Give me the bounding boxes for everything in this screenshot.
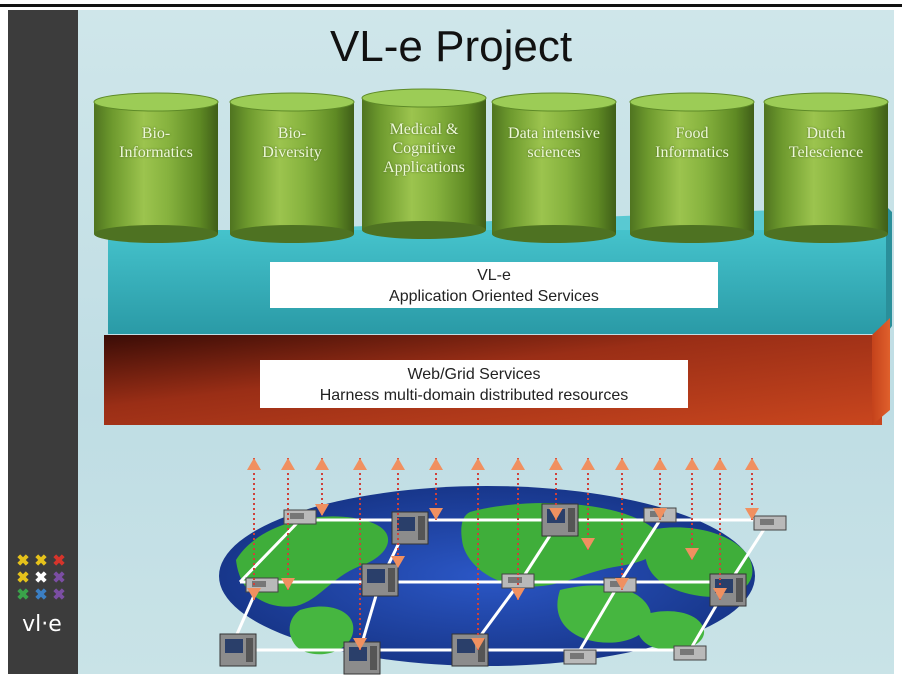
domain-label-line: Food (675, 125, 709, 142)
domain-label-line: Applications (383, 159, 465, 176)
application-layer-side (886, 206, 892, 334)
computer-node (673, 645, 707, 661)
resource-arrow (353, 458, 367, 650)
vle-logo-icon (17, 554, 65, 600)
resource-arrows (247, 458, 759, 650)
resource-arrow (391, 458, 405, 568)
domain-label: Data intensive sciences (492, 124, 616, 162)
resource-arrow (615, 458, 629, 590)
network-link (618, 519, 662, 583)
resource-arrow (429, 458, 443, 520)
logo-cross (35, 571, 47, 583)
resource-arrow (315, 458, 329, 516)
resource-arrow (581, 458, 595, 550)
grid-layer-side (872, 318, 890, 425)
domain-label-line: Telescience (788, 144, 864, 161)
resource-arrow (247, 458, 261, 600)
domain-label-line: sciences (527, 144, 581, 161)
vle-logo: vl·e (11, 550, 73, 660)
computer-node (753, 515, 787, 531)
computer-node (501, 573, 535, 589)
domain-label: Bio- Diversity (230, 124, 354, 162)
land-mass-south (289, 606, 354, 655)
domain-label: Bio- Informatics (94, 124, 218, 162)
application-services-subtitle: Application Oriented Services (389, 288, 599, 305)
network-nodes (219, 503, 787, 675)
top-border-line (0, 4, 902, 7)
domain-cylinder (93, 92, 219, 243)
globe (219, 486, 787, 675)
page-title: VL-e Project (329, 22, 573, 71)
domain-cylinder (491, 92, 617, 243)
domain-label-line: Informatics (655, 144, 729, 161)
resource-arrow (281, 458, 295, 590)
computer-node (283, 509, 317, 525)
application-services-box: VL-e Application Oriented Services (270, 262, 718, 308)
network-link (578, 581, 622, 651)
logo-cross (35, 588, 47, 600)
domain-cylinder (229, 92, 355, 243)
domain-label-line: Diversity (262, 144, 322, 161)
resource-arrow (549, 458, 563, 520)
domain-label-line: Dutch (806, 125, 846, 142)
domain-cylinder (361, 88, 487, 239)
grid-services-box: Web/Grid Services Harness multi-domain d… (260, 360, 688, 408)
computer-node (361, 563, 399, 597)
grid-services-subtitle: Harness multi-domain distributed resourc… (319, 387, 629, 404)
resource-arrow (511, 458, 525, 600)
computer-node (219, 633, 257, 667)
domain-label-line: Medical & (389, 121, 459, 138)
resource-arrow (713, 458, 727, 600)
logo-cross (53, 588, 65, 600)
land-mass-australia (636, 611, 705, 650)
grid-services-title: Web/Grid Services (407, 366, 541, 383)
logo-cross (17, 554, 29, 566)
domain-label-line: Bio- (141, 125, 171, 142)
domain-label-line: Cognitive (392, 140, 456, 157)
resource-arrow (653, 458, 667, 520)
resource-arrow (685, 458, 699, 560)
domain-cylinder (629, 92, 755, 243)
domain-label-line: Bio- (277, 125, 307, 142)
logo-cross (53, 571, 65, 583)
logo-cross (17, 571, 29, 583)
network-link (238, 518, 302, 584)
logo-cross (53, 554, 65, 566)
domain-label-line: Informatics (119, 144, 193, 161)
computer-node (563, 649, 597, 665)
resource-arrow (745, 458, 759, 520)
logo-cross (17, 588, 29, 600)
computer-node (343, 641, 381, 675)
domain-cylinder (763, 92, 889, 243)
land-mass-europe (461, 502, 662, 587)
domain-label-line: Data intensive (508, 125, 600, 142)
application-services-title: VL-e (477, 267, 511, 284)
land-mass-africa (557, 585, 651, 643)
domain-cylinders (93, 88, 889, 243)
resource-arrow (471, 458, 485, 650)
logo-text: vl·e (22, 612, 62, 637)
logo-cross (35, 554, 47, 566)
